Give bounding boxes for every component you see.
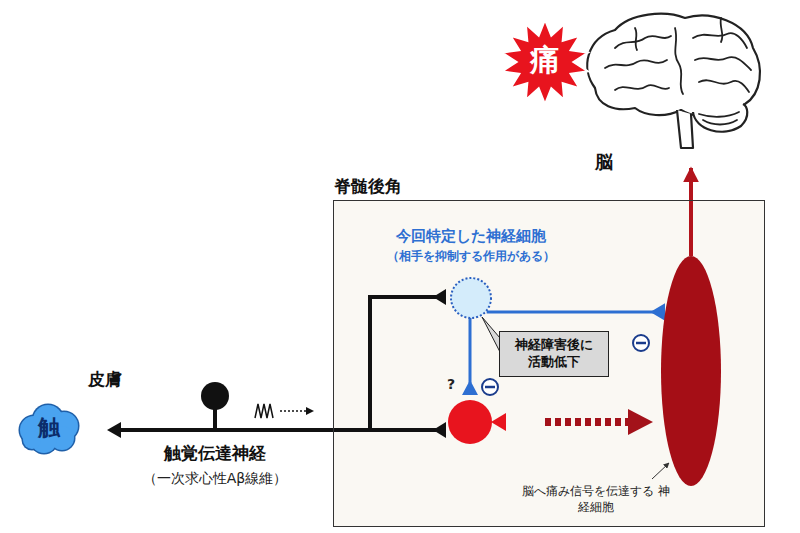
node-heading: 脳: [595, 150, 613, 173]
pain-mark: 痛: [525, 42, 565, 78]
inhibit-symbol: [633, 335, 649, 351]
leader-line: [652, 463, 669, 479]
signal-arrowhead: [628, 409, 653, 435]
nerve-terminal: [107, 422, 121, 438]
node-heading: 今回特定した神経細胞: [360, 227, 582, 247]
neuron-ellipse-shape: [661, 256, 721, 486]
touch-cloud: 触: [18, 404, 80, 452]
node-heading: 脳へ痛み信号を伝達する 神経細胞: [521, 484, 671, 515]
region-ground: [333, 200, 765, 527]
brain-figure: 脳: [575, 8, 765, 168]
pain-burst-shape: [502, 20, 588, 104]
node-subtext: （相手を抑制する作用がある）: [360, 249, 582, 265]
connector: [487, 311, 666, 314]
node-heading: 神経障害後に 活動低下: [512, 337, 596, 371]
node-heading: 脊髄後角: [334, 175, 402, 197]
neuron-circle-shape: [450, 277, 492, 319]
neuron-circle: 今回特定した神経細胞（相手を抑制する作用がある）: [450, 277, 492, 319]
spike-train: [255, 404, 273, 418]
neuron-ellipse: 脳へ痛み信号を伝達する 神経細胞: [661, 256, 721, 486]
signal-arrowhead: [306, 407, 314, 415]
synapse-terminal: [433, 289, 446, 305]
node-heading: 触: [18, 404, 80, 452]
connector: [689, 168, 693, 256]
callout-box: 神経障害後に 活動低下: [499, 331, 609, 377]
synapse-terminal: [491, 413, 506, 431]
region-box: 脊髄後角今回特定した神経細胞（相手を抑制する作用がある）神経障害後に 活動低下脳…: [333, 200, 765, 527]
cell-body: [201, 382, 229, 410]
synapse-terminal: [433, 422, 446, 438]
signal-arrow: [280, 410, 306, 412]
signal-arrow: [545, 418, 628, 426]
nerve-label: 触覚伝達神経: [115, 443, 315, 463]
inhibit-symbol: [482, 379, 498, 395]
unknown-mark: ?: [447, 376, 455, 393]
skin-label: 皮膚: [88, 369, 122, 389]
nerve-sublabel: （一次求心性Aβ線維）: [115, 470, 315, 487]
synapse-terminal: [462, 380, 478, 395]
inhibitory-line: [469, 318, 472, 383]
callout-tail: [482, 317, 500, 352]
pain-neuron: [448, 400, 492, 444]
brain-figure-shape: [575, 8, 765, 168]
nerve-branch: [370, 297, 436, 430]
nerve-fiber: [120, 428, 436, 432]
